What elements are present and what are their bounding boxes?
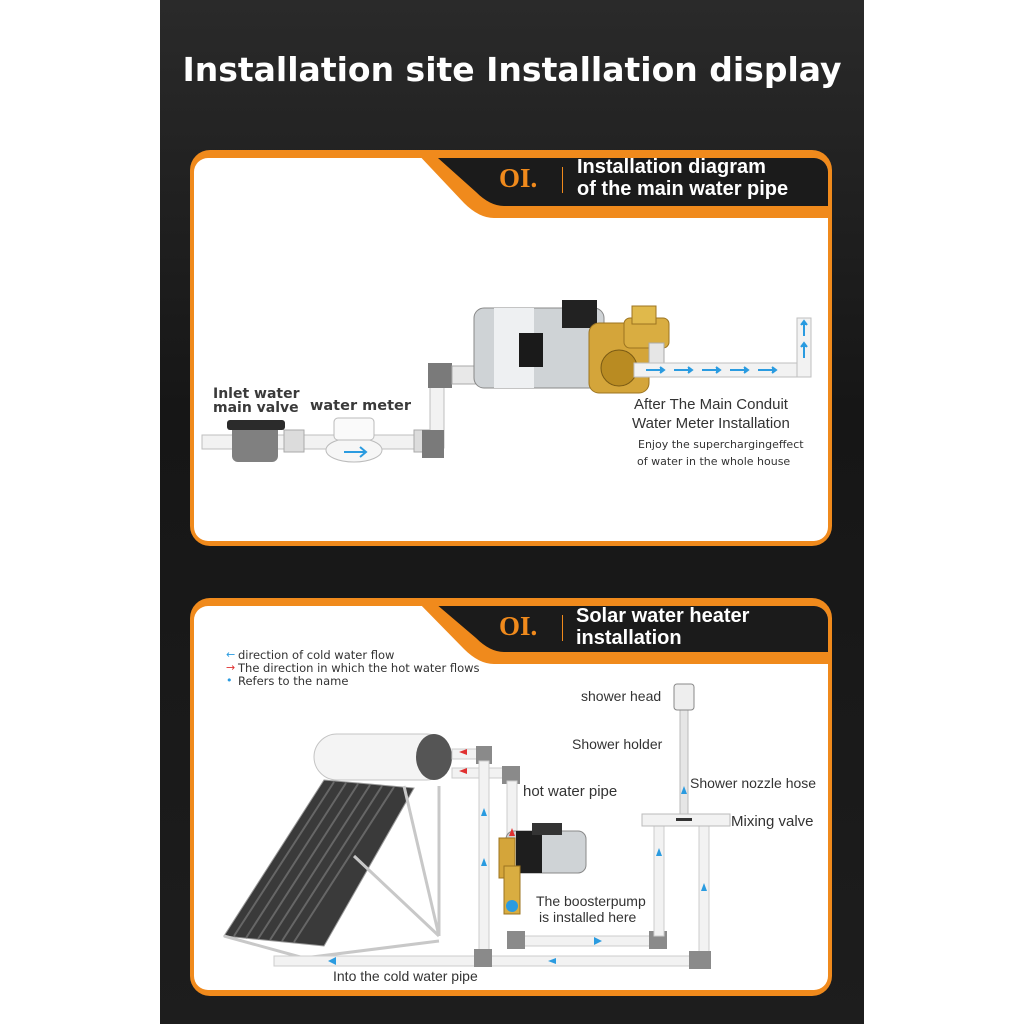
solar-water-heater — [223, 733, 452, 960]
section1-title-line1: Installation diagram — [577, 158, 766, 178]
section2-title-line2: installation — [576, 627, 682, 649]
label-booster-2: is installed here — [539, 909, 637, 925]
label-mixing-valve: Mixing valve — [731, 813, 814, 830]
section1-title-line2: of the main water pipe — [577, 178, 789, 200]
section1-divider — [562, 167, 563, 193]
legend-cold-marker: ← — [226, 648, 236, 661]
flow-legend: ←direction of cold water flow →The direc… — [226, 647, 480, 688]
legend-name: • Refers to the name — [226, 673, 480, 688]
label-after-1: After The Main Conduit — [634, 396, 788, 413]
section2-tab-dark — [438, 606, 828, 652]
label-shower-head: shower head — [581, 688, 662, 704]
label-hot-pipe: hot water pipe — [523, 783, 618, 800]
label-cold-pipe: Into the cold water pipe — [333, 968, 478, 984]
section2-title-line1: Solar water heater — [576, 606, 750, 627]
label-inlet-valve-2: main valve — [213, 400, 299, 416]
section2-pump — [498, 823, 587, 915]
section2-diagram — [223, 606, 828, 969]
label-booster-1: The boosterpump — [536, 893, 646, 909]
section2-card: OI. Solar water heater installation ←dir… — [194, 606, 828, 990]
legend-hot: →The direction in which the hot water fl… — [226, 660, 480, 675]
legend-cold: ←direction of cold water flow — [226, 647, 480, 662]
legend-cold-text: direction of cold water flow — [238, 647, 395, 662]
label-after-2: Water Meter Installation — [632, 415, 790, 432]
label-shower-hose: Shower nozzle hose — [690, 775, 817, 791]
legend-name-marker: • — [226, 674, 233, 687]
section1-card: OI. Installation diagram of the main wat… — [194, 158, 828, 541]
legend-name-text: Refers to the name — [238, 673, 349, 688]
section2-number: OI. — [499, 611, 538, 641]
label-water-meter: water meter — [310, 398, 412, 414]
label-enjoy-1: Enjoy the superchargingeffect — [638, 438, 804, 451]
section1-tab-dark — [437, 158, 828, 206]
section1-diagram — [201, 158, 828, 463]
section2-divider — [562, 615, 563, 641]
legend-hot-marker: → — [226, 661, 236, 674]
label-inlet-valve-1: Inlet water — [213, 386, 300, 402]
section1-number: OI. — [499, 163, 538, 193]
label-enjoy-2: of water in the whole house — [637, 455, 791, 468]
label-shower-holder: Shower holder — [572, 736, 663, 752]
page-title: Installation site Installation display — [182, 50, 842, 89]
legend-hot-text: The direction in which the hot water flo… — [238, 660, 480, 675]
